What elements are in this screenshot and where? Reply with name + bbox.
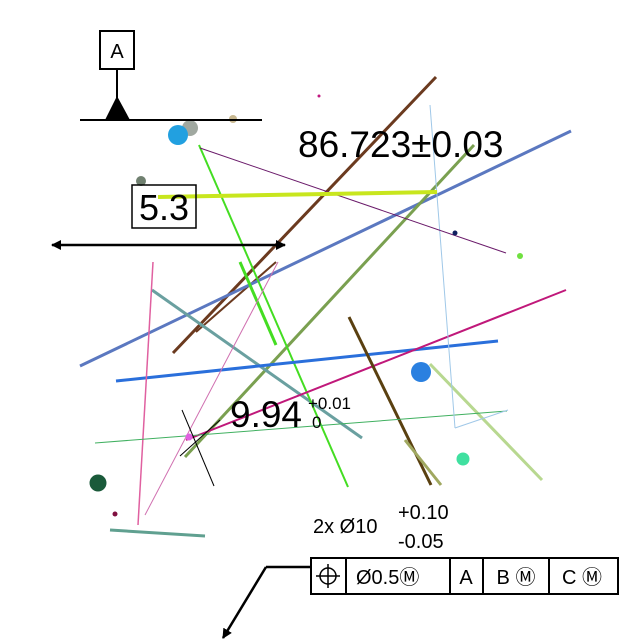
datum-triangle	[105, 96, 130, 120]
fcf-datum-secondary: B Ⓜ	[497, 566, 536, 589]
brown-line	[171, 75, 438, 355]
thin-green-line	[94, 410, 508, 444]
lime-dot	[517, 253, 523, 259]
yellow-green-line	[157, 190, 438, 199]
feature-control-frame: Ø0.5Ⓜ A B Ⓜ C Ⓜ	[310, 557, 619, 595]
cyan-dot	[168, 125, 188, 145]
teal-line	[151, 288, 363, 440]
hole-tol-upper: +0.10	[398, 502, 449, 524]
light-blue-line-2	[454, 409, 509, 429]
black-thin-line-2	[179, 419, 221, 457]
datum-box	[99, 30, 135, 70]
green-line-2	[238, 261, 278, 346]
basic-dimension-value: 5.3	[139, 187, 189, 228]
fcf-datum-tertiary: C Ⓜ	[562, 566, 602, 589]
tolerance-value: 9.94	[230, 394, 302, 435]
dark-brown-line	[347, 316, 433, 486]
position-icon	[316, 564, 340, 588]
brown-line-2	[195, 261, 277, 333]
fcf-leader	[221, 565, 311, 639]
fcf-outline	[310, 557, 619, 595]
olive-green-line	[183, 143, 476, 459]
basic-dimension: 5.3	[51, 184, 286, 250]
basic-dimension-box	[131, 184, 197, 229]
magenta-line	[185, 289, 567, 441]
background-dots	[89, 94, 523, 517]
teal-gray-line	[109, 528, 206, 538]
khaki-line	[403, 439, 443, 486]
pink-line	[137, 261, 154, 526]
magenta-dot	[317, 94, 321, 98]
datum-symbol: A	[80, 30, 262, 121]
main-dimension: 86.723±0.03	[298, 124, 504, 165]
navy-dot	[452, 230, 458, 236]
maroon-dot	[112, 511, 118, 517]
light-green-line	[428, 362, 544, 482]
green-line	[198, 144, 349, 488]
mint-dot	[456, 452, 470, 466]
dark-green-dot	[89, 474, 107, 492]
black-thin-line	[181, 409, 215, 487]
blue-line	[115, 339, 499, 383]
hole-callout: 2x Ø10 +0.10 -0.05	[313, 502, 449, 553]
fcf-datum-primary: A	[459, 567, 473, 589]
tolerance-dimension: 9.94 +0.01 0	[230, 394, 351, 435]
light-blue-line	[429, 104, 456, 429]
tolerance-lower: 0	[312, 413, 321, 432]
violet-dot	[185, 433, 193, 441]
hole-count-diameter: 2x Ø10	[313, 516, 377, 538]
gray-green-dot	[136, 176, 146, 186]
tolerance-upper: +0.01	[308, 394, 351, 413]
hole-tol-lower: -0.05	[398, 531, 444, 553]
pink-line-2	[144, 261, 279, 516]
blue-dot	[411, 362, 431, 382]
datum-label: A	[110, 41, 124, 63]
background-lines	[79, 75, 572, 538]
fcf-tolerance: Ø0.5Ⓜ	[356, 566, 419, 589]
steel-blue-line	[79, 129, 572, 368]
